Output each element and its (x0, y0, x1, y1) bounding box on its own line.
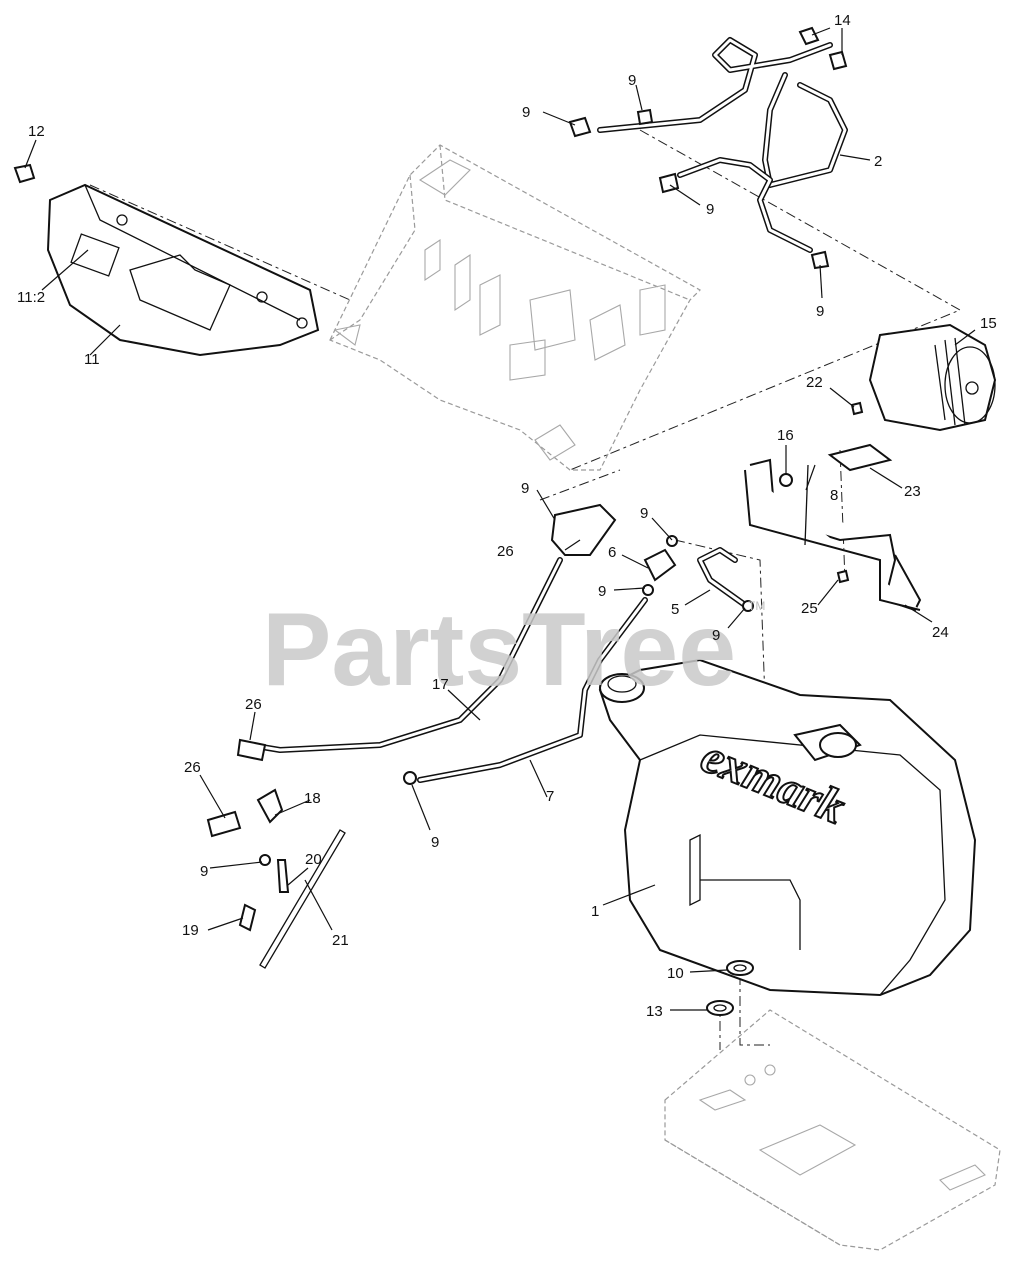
callout-19: 19 (182, 922, 199, 939)
callout-9-g: 9 (598, 583, 606, 600)
bolt-part-12 (13, 163, 36, 184)
grommets (706, 960, 754, 1016)
fuel-tank-part-1: exmark (598, 658, 977, 997)
canister-part-15 (868, 323, 997, 432)
callout-14: 14 (834, 12, 851, 29)
assembly-lines (89, 129, 962, 1050)
callout-9-e: 9 (521, 480, 529, 497)
callout-1: 1 (591, 903, 599, 920)
callout-15: 15 (980, 315, 997, 332)
callouts: 1 2 5 6 7 8 9 9 9 9 9 9 9 9 9 9 10 11 11… (17, 12, 997, 1020)
callout-9-b: 9 (628, 72, 636, 89)
base-plate-ghost (664, 1009, 1001, 1251)
callout-16: 16 (777, 427, 794, 444)
callout-11-2: 11:2 (17, 289, 45, 306)
bracket-assembly (744, 401, 922, 612)
callout-9-a: 9 (522, 104, 530, 121)
fuel-hoses (206, 503, 754, 969)
callout-26-a: 26 (497, 543, 514, 560)
callout-23: 23 (904, 483, 921, 500)
callout-13: 13 (646, 1003, 663, 1020)
callout-6: 6 (608, 544, 616, 561)
callout-20: 20 (305, 851, 322, 868)
callout-21: 21 (332, 932, 349, 949)
callout-9-i: 9 (431, 834, 439, 851)
callout-26-b: 26 (245, 696, 262, 713)
callout-11: 11 (84, 351, 100, 368)
watermark: PartsTree (262, 592, 736, 708)
callout-7: 7 (546, 788, 554, 805)
callout-9-c: 9 (706, 201, 714, 218)
chassis-frame-ghost (329, 144, 701, 471)
shield-panel-part-11 (46, 183, 320, 357)
callout-9-h: 9 (712, 627, 720, 644)
callout-25: 25 (801, 600, 818, 617)
callout-8: 8 (830, 487, 838, 504)
callout-9-j: 9 (200, 863, 208, 880)
callout-17: 17 (432, 676, 449, 693)
callout-26-c: 26 (184, 759, 201, 776)
callout-10: 10 (667, 965, 684, 982)
callout-18: 18 (304, 790, 321, 807)
watermark-tm: TM (748, 599, 765, 613)
callout-9-d: 9 (816, 303, 824, 320)
callout-2: 2 (874, 153, 882, 170)
vent-hose-part-2 (568, 26, 848, 270)
callout-5: 5 (671, 601, 679, 618)
callout-24: 24 (932, 624, 949, 641)
callout-12: 12 (28, 123, 45, 140)
leader-lines (24, 27, 976, 1011)
callout-22: 22 (806, 374, 823, 391)
callout-9-f: 9 (640, 505, 648, 522)
